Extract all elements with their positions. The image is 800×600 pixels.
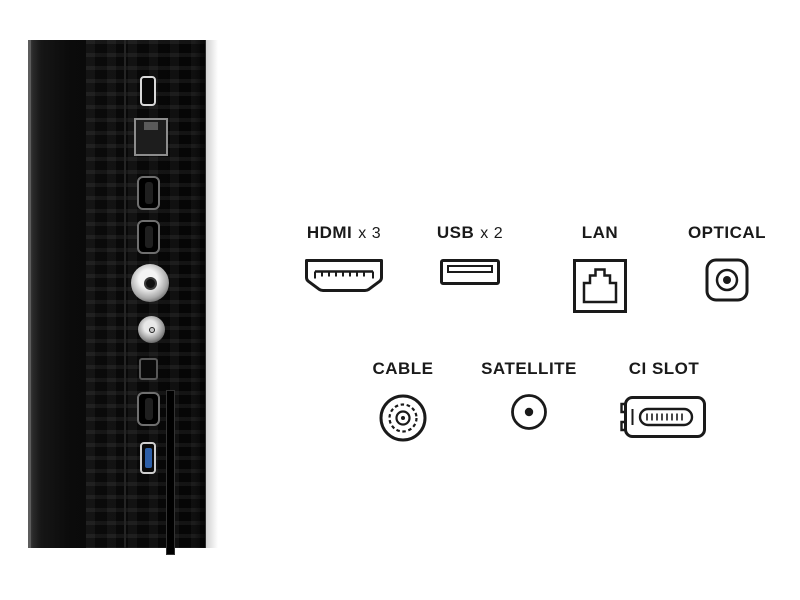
lan-port-contact [144, 122, 158, 130]
usb-icon [438, 256, 502, 288]
cable-label-text: CABLE [372, 359, 434, 378]
cable-icon [377, 392, 429, 444]
usb-port-photo [140, 76, 156, 106]
cable-port-photo [131, 264, 169, 302]
usb-label: USB x 2 [437, 222, 503, 244]
optical-port-photo [139, 358, 158, 380]
hdmi-label-suffix: x 3 [358, 225, 382, 242]
optical-icon [703, 256, 751, 304]
legend-item-lan: LAN [550, 222, 650, 316]
cable-label: CABLE [372, 358, 433, 380]
cable-port-hole [143, 276, 157, 290]
hdmi-port-3-photo [137, 392, 160, 426]
hdmi-port-3-slot [144, 398, 153, 420]
satellite-port-pin [148, 326, 155, 333]
hdmi-label-text: HDMI [306, 223, 353, 242]
panel-seam [124, 40, 126, 548]
optical-label: OPTICAL [688, 222, 766, 244]
lan-label: LAN [582, 222, 618, 244]
legend-item-optical: OPTICAL [677, 222, 777, 304]
satellite-port-photo [138, 316, 165, 343]
legend-item-satellite: SATELLITE [467, 358, 591, 432]
lan-label-text: LAN [581, 223, 619, 242]
ci-slot-label-text: CI SLOT [628, 359, 700, 378]
legend-item-ci-slot: CI SLOT [607, 358, 721, 442]
satellite-icon [509, 392, 549, 432]
satellite-label-text: SATELLITE [481, 359, 577, 378]
hdmi-port-1-photo [137, 176, 160, 210]
hdmi-icon [302, 256, 386, 296]
ci-slot-icon [618, 392, 710, 442]
lan-port-photo [134, 118, 168, 156]
ci-slot-photo [166, 390, 175, 555]
usb-label-text: USB [436, 223, 475, 242]
usb-label-suffix: x 2 [480, 225, 504, 242]
hdmi-port-2-slot [144, 226, 153, 248]
lan-icon [570, 256, 630, 316]
hdmi-label: HDMI x 3 [307, 222, 381, 244]
hdmi-port-1-slot [144, 182, 153, 204]
legend-item-cable: CABLE [346, 358, 460, 444]
panel-edge-highlight [28, 40, 31, 548]
hdmi-port-2-photo [137, 220, 160, 254]
usb3-port-photo [140, 442, 156, 474]
tv-side-panel-photo [28, 40, 206, 555]
panel-shadow-fade [206, 40, 218, 548]
optical-label-text: OPTICAL [687, 223, 767, 242]
panel-right-shade [194, 40, 206, 548]
legend-item-hdmi: HDMI x 3 [289, 222, 399, 296]
usb3-port-tongue [144, 448, 152, 468]
ci-slot-label: CI SLOT [629, 358, 700, 380]
satellite-label: SATELLITE [481, 358, 577, 380]
legend-item-usb: USB x 2 [415, 222, 525, 288]
